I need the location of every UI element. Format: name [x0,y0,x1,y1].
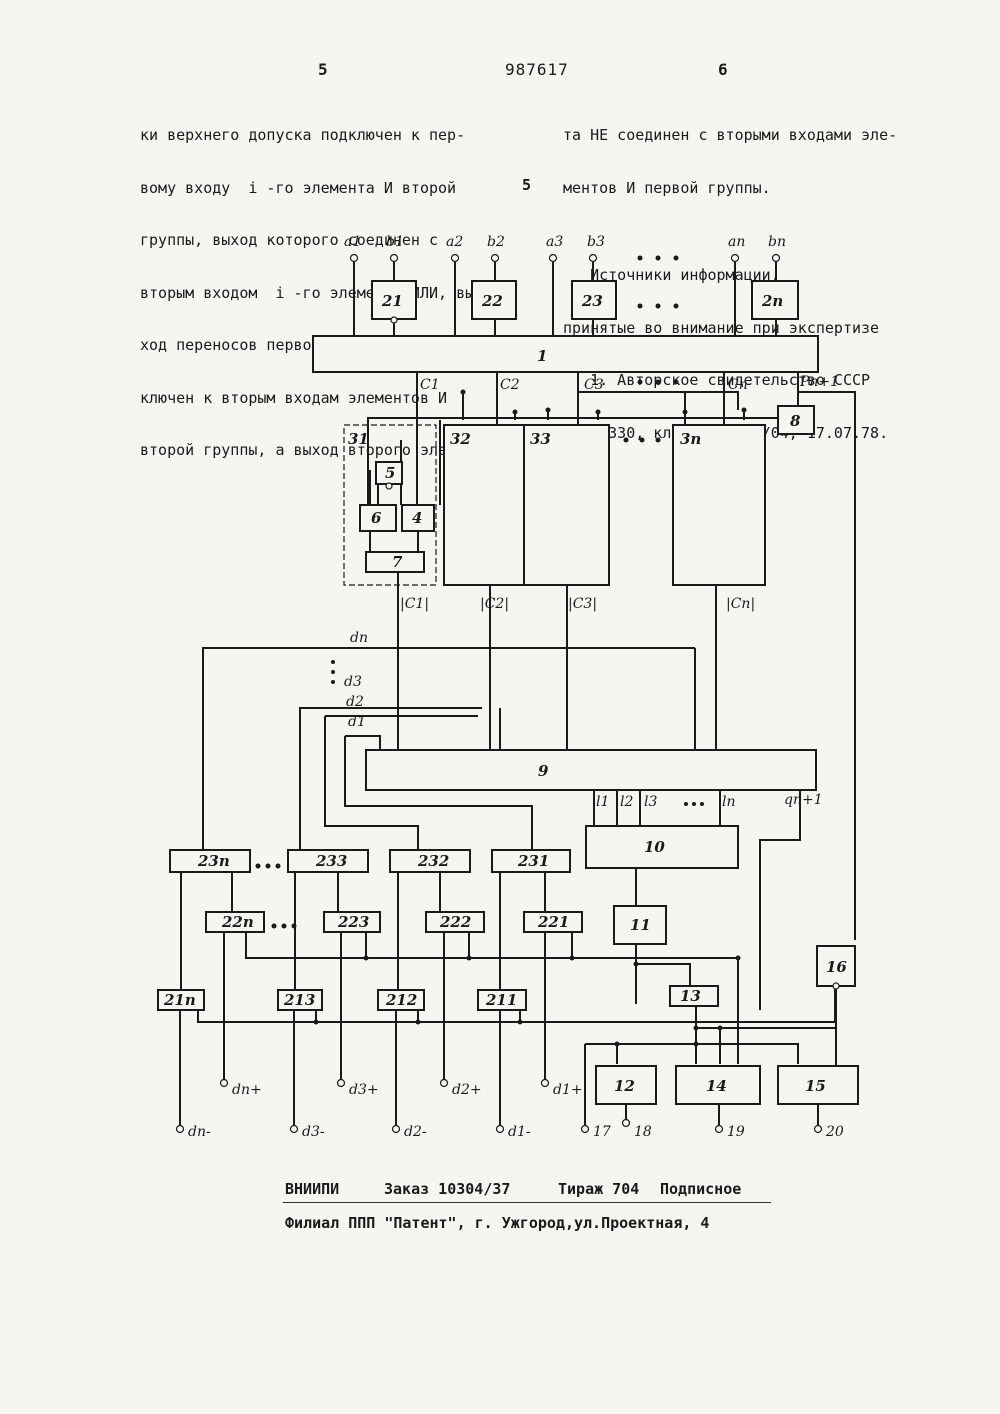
label-block-3-1: 31 [348,430,369,448]
label-out-17: 17 [593,1124,611,1140]
label-c3: C3 [584,377,604,393]
label-block-22-2: 222 [439,913,471,931]
label-block-21-1: 211 [485,991,517,1009]
label-qn1: qn+1 [784,792,823,808]
label-l2: l2 [620,794,633,810]
label-block-23-n: 23n [197,852,230,870]
label-a2: a2 [446,234,463,250]
label-block-3-3: 33 [530,430,551,448]
label-block-5: 5 [385,464,395,482]
label-block-8: 8 [790,412,801,430]
label-block-15: 15 [805,1077,826,1095]
block-3-3 [524,425,609,585]
label-abs-c1: |C1| [400,596,429,612]
label-out-dn-plus: dn+ [232,1082,262,1098]
footer-order: Заказ 10304/37 [384,1180,510,1198]
label-c2: C2 [500,377,520,393]
label-block-9: 9 [538,762,549,780]
label-out-d1-plus: d1+ [553,1082,583,1098]
label-b1: b1 [386,234,404,250]
label-block-4: 4 [412,509,422,527]
label-ln: ln [722,794,736,810]
label-abs-c2: |C2| [480,596,509,612]
label-block-23-2: 232 [417,852,449,870]
block-1-adder [313,336,818,372]
label-block-3-2: 32 [450,430,471,448]
label-block-22-3: 223 [337,913,369,931]
footer-print-run: Тираж 704 [558,1180,639,1198]
label-l1: l1 [596,794,609,810]
label-block-21-n: 21n [163,991,196,1009]
label-block-21-2: 212 [385,991,417,1009]
label-b2: b2 [487,234,505,250]
label-bn: bn [768,234,786,250]
label-cn: Cn [728,377,748,393]
label-d3: d3 [344,674,362,690]
label-out-20: 20 [825,1124,844,1140]
label-block-2-n: 2n [761,292,783,310]
label-b3: b3 [587,234,605,250]
label-d1: d1 [348,714,366,730]
label-block-22-1: 221 [537,913,569,931]
label-out-d3-plus: d3+ [349,1082,379,1098]
label-c1: C1 [420,377,440,393]
label-a1: a1 [344,234,361,250]
footer-org: ВНИИПИ [285,1180,339,1198]
label-block-3-n: 3n [680,430,701,448]
label-out-19: 19 [727,1124,745,1140]
label-pn1: Pn+1 [799,374,839,390]
label-block-2-3: 23 [581,292,603,310]
block-3-n [673,425,765,585]
label-out-dn-minus: dn- [188,1124,211,1140]
label-abs-cn: |Cn| [726,596,755,612]
label-out-18: 18 [634,1124,652,1140]
label-block-23-1: 231 [517,852,549,870]
label-out-d1-minus: d1- [508,1124,531,1140]
label-block-13: 13 [680,987,701,1005]
footer-divider [283,1202,771,1203]
label-block-6: 6 [371,509,382,527]
label-block-2-2: 22 [481,292,503,310]
label-out-d3-minus: d3- [302,1124,325,1140]
footer-branch: Филиал ППП "Патент", г. Ужгород,ул.Проек… [285,1214,709,1232]
label-block-16: 16 [826,958,847,976]
label-abs-c3: |C3| [568,596,597,612]
label-block-22-n: 22n [221,913,254,931]
label-block-7: 7 [392,553,403,571]
label-out-d2-plus: d2+ [452,1082,482,1098]
label-an: an [728,234,745,250]
label-d2: d2 [346,694,364,710]
footer-type: Подписное [660,1180,741,1198]
block-9 [366,750,816,790]
block-3-2 [444,425,524,585]
label-block-14: 14 [706,1077,727,1095]
label-block-23-3: 233 [315,852,347,870]
label-block-2-1: 21 [381,292,403,310]
label-block-11: 11 [630,916,651,934]
label-l3: l3 [644,794,657,810]
label-block-12: 12 [614,1077,635,1095]
label-block-1: 1 [537,347,547,365]
label-out-d2-minus: d2- [404,1124,427,1140]
label-block-21-3: 213 [283,991,315,1009]
label-a3: a3 [546,234,563,250]
label-dn: dn [350,630,368,646]
label-block-10: 10 [644,838,665,856]
